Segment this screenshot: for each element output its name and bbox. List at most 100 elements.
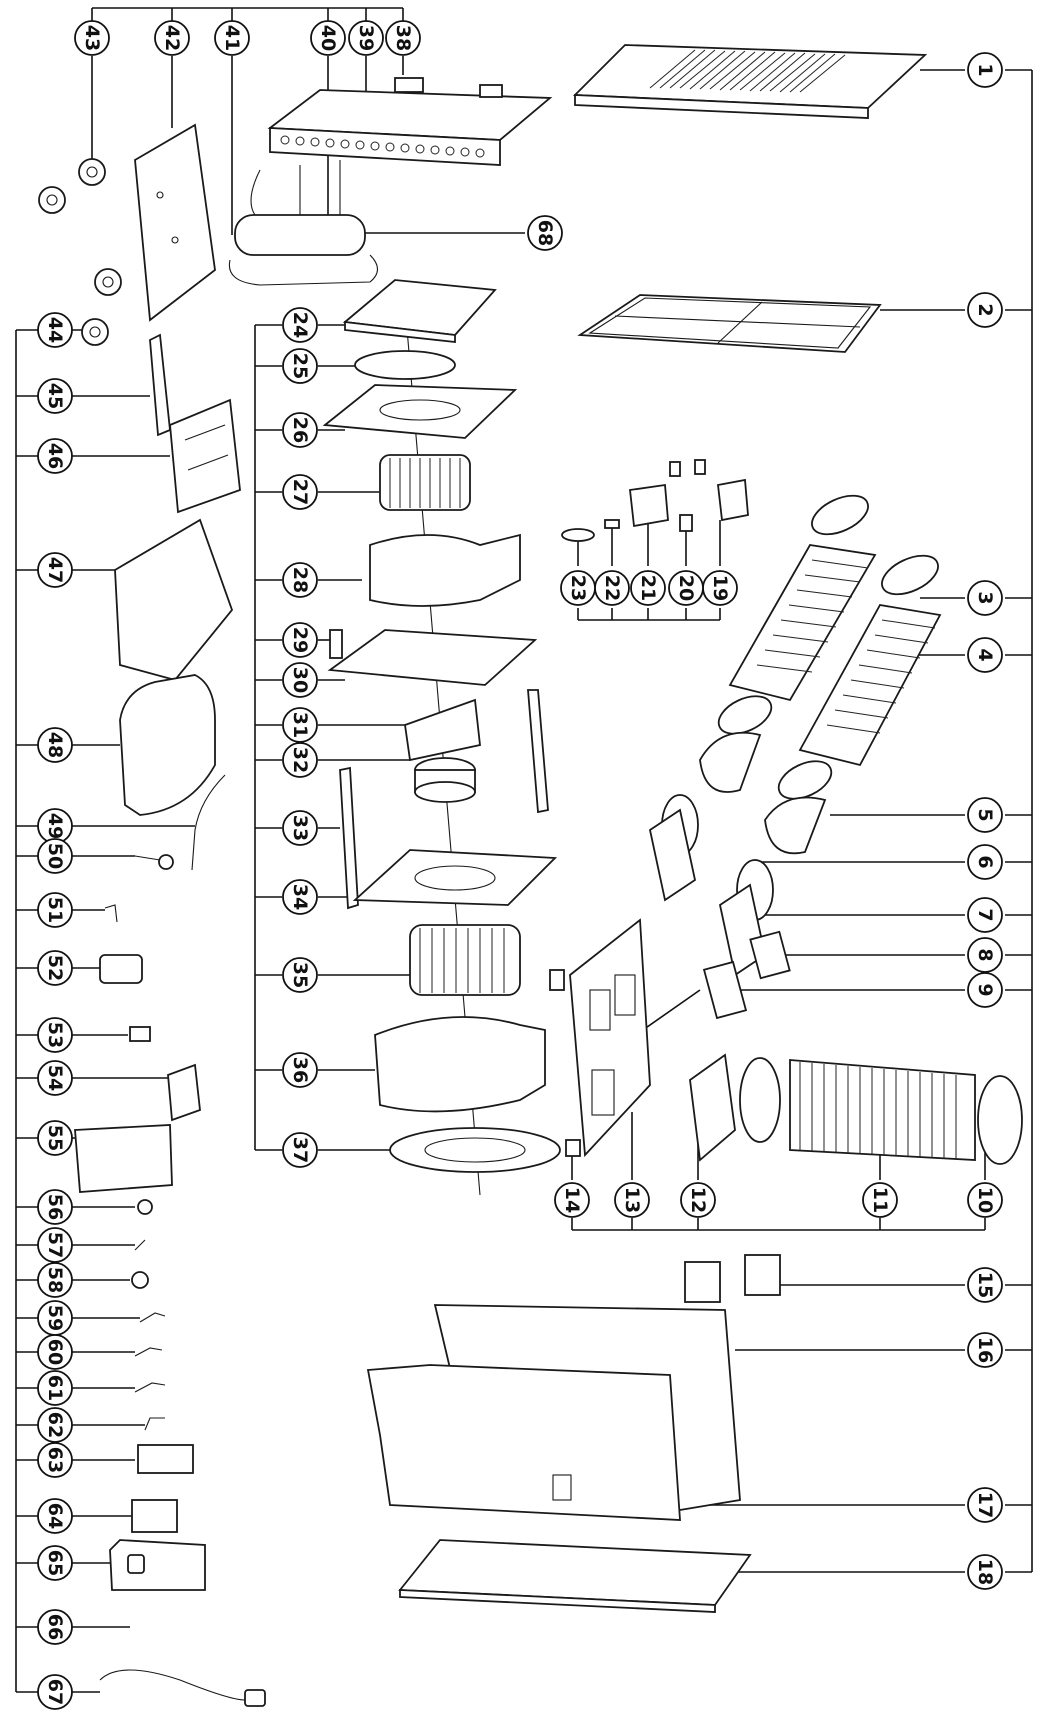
callout-circle (37, 378, 73, 414)
callout-circle (37, 838, 73, 874)
callout-number: 29 (289, 627, 311, 653)
callout-32: 32 (282, 742, 318, 778)
callout-number: 14 (561, 1187, 583, 1213)
callout-26: 26 (282, 412, 318, 448)
callout-number: 65 (44, 1550, 66, 1576)
callout-66: 66 (37, 1609, 73, 1645)
part-motor-bracket (404, 698, 481, 762)
callout-circle (967, 937, 1003, 973)
callout-68: 68 (527, 215, 563, 251)
callout-8: 8 (967, 937, 1003, 973)
part-side-bracket-right (527, 689, 549, 814)
callout-circle (967, 1332, 1003, 1368)
callout-circle (967, 580, 1003, 616)
part-bracket-strip (149, 333, 171, 437)
callout-12: 12 (680, 1182, 716, 1218)
callout-circle (630, 570, 666, 606)
callout-circle (37, 727, 73, 763)
callout-50: 50 (37, 838, 73, 874)
part-sensor-c (134, 1347, 163, 1357)
callout-61: 61 (37, 1370, 73, 1406)
callout-53: 53 (37, 1017, 73, 1053)
callout-circle (967, 52, 1003, 88)
callout-11: 11 (862, 1182, 898, 1218)
callout-number: 44 (44, 317, 66, 343)
callout-number: 13 (621, 1187, 643, 1213)
part-switch (131, 1271, 149, 1289)
callout-number: 42 (161, 25, 183, 51)
callout-48: 48 (37, 727, 73, 763)
callout-circle (282, 562, 318, 598)
part-large-blower-wheel (409, 924, 521, 996)
callout-number: 19 (709, 575, 731, 601)
callout-40: 40 (310, 20, 346, 56)
callout-55: 55 (37, 1120, 73, 1156)
part-scroll-housing-lower (374, 1016, 546, 1113)
callout-1: 1 (967, 52, 1003, 88)
callout-circle (967, 1267, 1003, 1303)
callout-circle (282, 622, 318, 658)
callout-circle (37, 1262, 73, 1298)
callout-number: 63 (44, 1447, 66, 1473)
callout-23: 23 (560, 570, 596, 606)
callout-number: 31 (289, 712, 311, 738)
part-partition-plate (327, 629, 538, 686)
callout-circle (967, 1487, 1003, 1523)
callout-17: 17 (967, 1487, 1003, 1523)
callout-circle (282, 474, 318, 510)
callout-circle (967, 972, 1003, 1008)
callout-33: 33 (282, 810, 318, 846)
callout-number: 3 (974, 591, 996, 604)
callout-number: 1 (974, 63, 996, 76)
callout-57: 57 (37, 1227, 73, 1263)
callout-56: 56 (37, 1189, 73, 1225)
part-window-adapter-a (749, 930, 791, 980)
callout-number: 25 (289, 353, 311, 379)
part-terminal (129, 1026, 151, 1042)
part-display-board (137, 1444, 194, 1474)
parts (38, 44, 1023, 1707)
callout-circle (614, 1182, 650, 1218)
callout-35: 35 (282, 957, 318, 993)
callout-number: 10 (974, 1187, 996, 1213)
callout-number: 59 (44, 1305, 66, 1331)
callout-3: 3 (967, 580, 1003, 616)
callout-5: 5 (967, 797, 1003, 833)
callout-number: 8 (974, 948, 996, 961)
part-sensor-d (134, 1382, 166, 1393)
part-top-frame (342, 279, 497, 344)
callout-circle (310, 20, 346, 56)
callout-10: 10 (967, 1182, 1003, 1218)
callout-circle (37, 1120, 73, 1156)
callout-63: 63 (37, 1442, 73, 1478)
callout-47: 47 (37, 552, 73, 588)
callout-number: 16 (974, 1337, 996, 1363)
callout-circle (37, 1407, 73, 1443)
callout-circle (37, 1609, 73, 1645)
callout-number: 45 (44, 383, 66, 409)
callout-58: 58 (37, 1262, 73, 1298)
callout-circle (37, 892, 73, 928)
callout-54: 54 (37, 1060, 73, 1096)
callout-43: 43 (74, 20, 110, 56)
callout-39: 39 (348, 20, 384, 56)
callout-circle (37, 1334, 73, 1370)
callout-number: 37 (289, 1137, 311, 1163)
part-capacitor (99, 954, 143, 984)
callout-circle (862, 1182, 898, 1218)
callout-circle (282, 662, 318, 698)
callout-circle (385, 20, 421, 56)
callout-number: 26 (289, 417, 311, 443)
part-window-adapter-b (702, 960, 748, 1020)
callout-circle (282, 707, 318, 743)
part-fan-motor (414, 757, 476, 803)
callout-4: 4 (967, 637, 1003, 673)
callout-circle (282, 307, 318, 343)
callout-number: 54 (44, 1065, 66, 1091)
part-bracket (144, 1417, 165, 1431)
callout-circle (37, 1545, 73, 1581)
callout-number: 51 (44, 897, 66, 923)
callout-circle (37, 312, 73, 348)
callout-number: 5 (974, 808, 996, 821)
callout-6: 6 (967, 844, 1003, 880)
